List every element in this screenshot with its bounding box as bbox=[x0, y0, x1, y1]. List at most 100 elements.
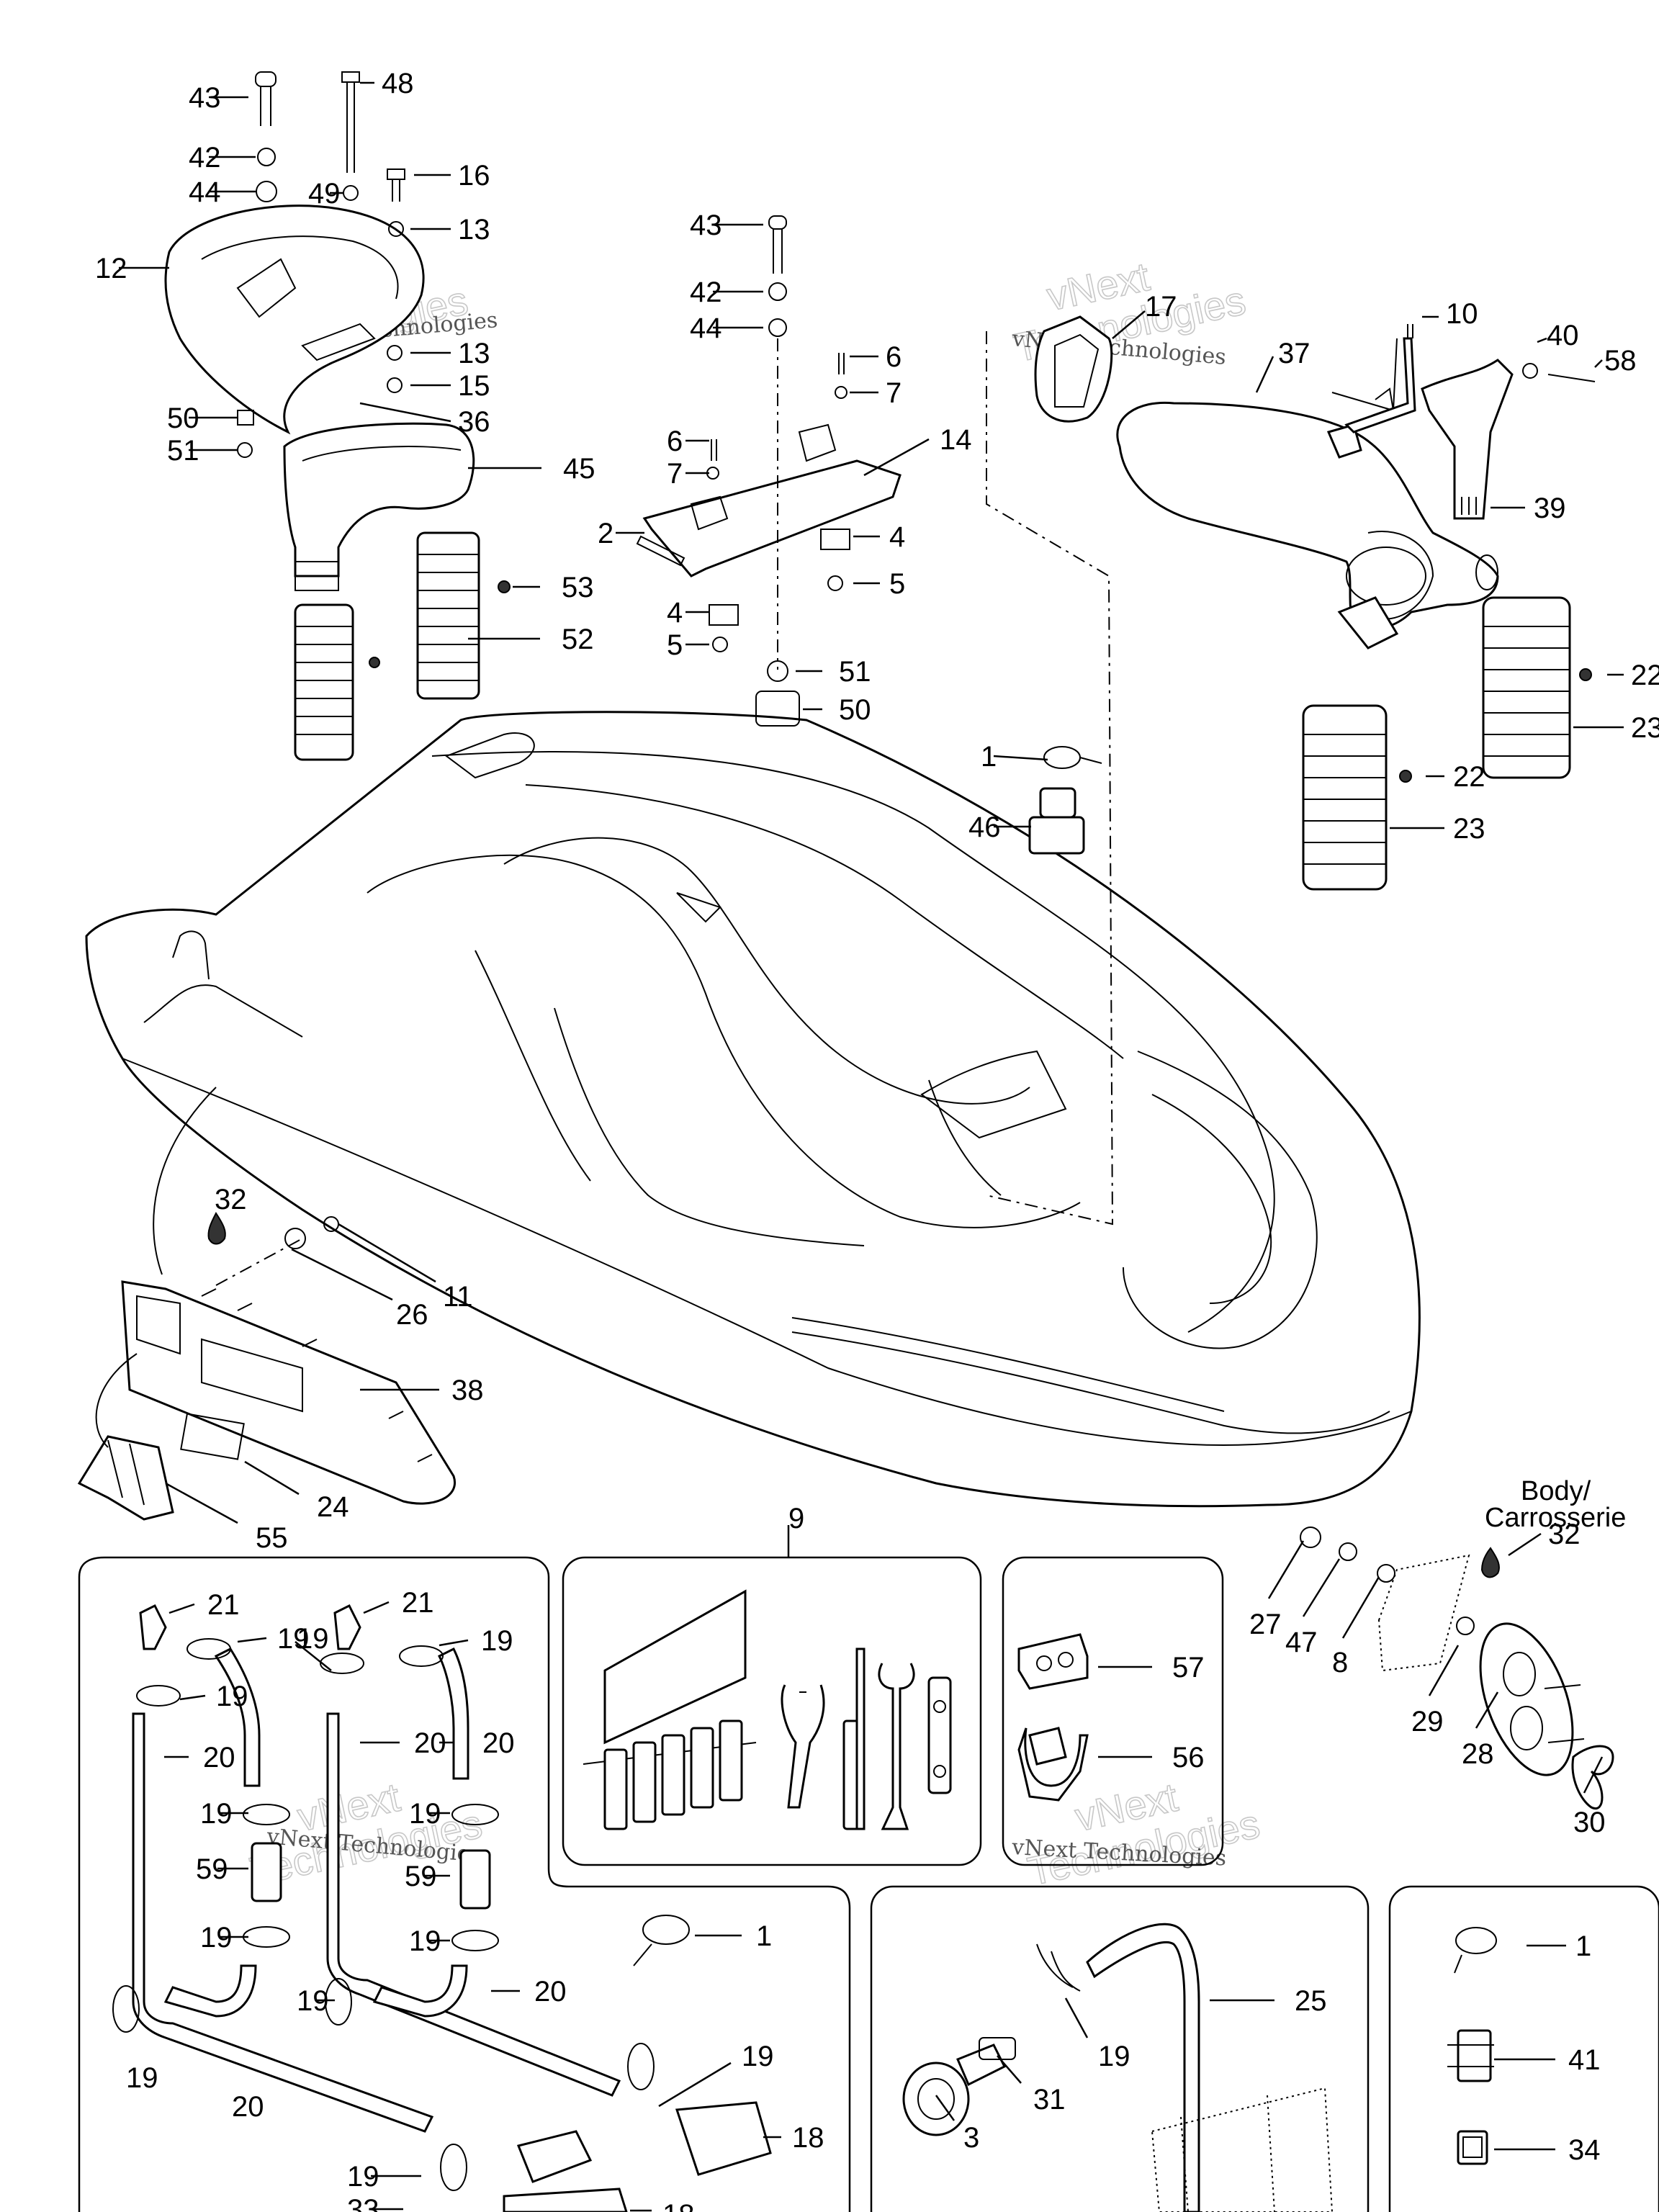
callout-label-48: 48 bbox=[382, 68, 414, 99]
callout-label-19: 19 bbox=[200, 1798, 233, 1830]
callout-label-45: 45 bbox=[563, 453, 595, 485]
callout-label-19: 19 bbox=[481, 1625, 513, 1657]
callout-label-19: 19 bbox=[409, 1925, 441, 1957]
callout-label-19: 19 bbox=[1098, 2041, 1130, 2072]
fastener-kit-box bbox=[1388, 1885, 1659, 2212]
callout-label-57: 57 bbox=[1172, 1652, 1205, 1683]
callout-label-33: 33 bbox=[347, 2194, 379, 2212]
callout-label-6: 6 bbox=[886, 341, 902, 373]
callout-label-34: 34 bbox=[1568, 2134, 1601, 2166]
storage-cover bbox=[164, 204, 425, 435]
callout-label-5: 5 bbox=[889, 568, 905, 600]
leader-line-11 bbox=[338, 1223, 436, 1283]
leader-lines bbox=[119, 81, 1624, 2212]
callout-label-19: 19 bbox=[297, 1623, 329, 1655]
callout-label-44: 44 bbox=[189, 176, 221, 208]
callout-label-23: 23 bbox=[1453, 813, 1485, 845]
tool-kit-box bbox=[562, 1556, 982, 1866]
callout-label-38: 38 bbox=[451, 1375, 484, 1406]
leader-line-37 bbox=[1255, 356, 1274, 393]
callout-label-32: 32 bbox=[1548, 1519, 1581, 1550]
arrow-curve bbox=[153, 1087, 217, 1275]
vent-kit-box bbox=[870, 1885, 1370, 2212]
callout-label-7: 7 bbox=[886, 377, 902, 409]
callout-label-19: 19 bbox=[200, 1922, 233, 1954]
leader-line-47 bbox=[1302, 1558, 1341, 1617]
callout-label-14: 14 bbox=[940, 424, 972, 456]
center-bracket bbox=[636, 215, 902, 727]
callout-label-19: 19 bbox=[742, 2041, 774, 2072]
body-label-line2: Carrosserie bbox=[1485, 1503, 1626, 1533]
callout-label-56: 56 bbox=[1172, 1742, 1205, 1773]
leader-line-24 bbox=[244, 1460, 300, 1496]
vent-55 bbox=[77, 1435, 174, 1521]
callout-label-17: 17 bbox=[1145, 291, 1177, 323]
leader-line-30 bbox=[1583, 1756, 1604, 1794]
callout-label-24: 24 bbox=[317, 1491, 349, 1523]
watermark-6: vNext Technologies bbox=[1023, 1773, 1264, 1894]
body-label-line1: Body/ bbox=[1521, 1476, 1591, 1506]
hoses bbox=[112, 1604, 772, 2212]
bracket-10 bbox=[1344, 324, 1416, 433]
leader-line-19 bbox=[295, 1641, 332, 1671]
bellows-23-left bbox=[1302, 704, 1412, 891]
leader-line-19 bbox=[179, 1694, 206, 1701]
callout-label-18: 18 bbox=[792, 2122, 824, 2154]
leader-line-32 bbox=[1508, 1532, 1542, 1557]
callout-label-50: 50 bbox=[167, 403, 199, 434]
callout-label-42: 42 bbox=[189, 142, 221, 174]
bolts-top-left bbox=[237, 71, 405, 458]
callout-label-2: 2 bbox=[598, 518, 613, 549]
storage-basket bbox=[283, 422, 475, 591]
clip-57 bbox=[1017, 1633, 1089, 1690]
callout-label-59: 59 bbox=[196, 1853, 228, 1885]
leader-line-1 bbox=[993, 755, 1048, 761]
leader-line-28 bbox=[1475, 1691, 1499, 1729]
screw-40-58 bbox=[1522, 363, 1596, 382]
leader-line-19 bbox=[237, 1637, 267, 1643]
callout-label-42: 42 bbox=[690, 276, 722, 308]
callout-label-13: 13 bbox=[458, 214, 490, 246]
callout-label-36: 36 bbox=[458, 406, 490, 438]
callout-label-25: 25 bbox=[1295, 1985, 1327, 2017]
callout-label-52: 52 bbox=[562, 624, 594, 655]
callout-label-6: 6 bbox=[667, 426, 683, 457]
callout-label-1: 1 bbox=[756, 1920, 772, 1952]
callout-label-26: 26 bbox=[396, 1299, 428, 1331]
clip-34 bbox=[1457, 2130, 1488, 2165]
callout-label-11: 11 bbox=[443, 1281, 473, 1313]
cap-1 bbox=[1043, 746, 1102, 769]
callout-label-55: 55 bbox=[256, 1522, 288, 1554]
callout-label-28: 28 bbox=[1462, 1738, 1494, 1770]
callout-label-20: 20 bbox=[414, 1727, 446, 1759]
hose-kit-box bbox=[78, 1556, 851, 2212]
callout-label-10: 10 bbox=[1446, 298, 1478, 330]
leader-line-14 bbox=[863, 438, 930, 477]
callout-label-44: 44 bbox=[690, 313, 722, 344]
arrow-curve-2 bbox=[95, 1353, 138, 1448]
callout-label-21: 21 bbox=[402, 1587, 434, 1619]
callout-label-1: 1 bbox=[981, 741, 997, 773]
callout-label-20: 20 bbox=[482, 1727, 515, 1759]
clip-56 bbox=[1017, 1727, 1089, 1802]
leader-line-40 bbox=[1537, 337, 1547, 343]
leader-line-58 bbox=[1594, 359, 1603, 368]
callout-label-19: 19 bbox=[409, 1798, 441, 1830]
leader-line-31 bbox=[997, 2055, 1022, 2084]
bellows-right bbox=[416, 531, 480, 700]
callout-label-31: 31 bbox=[1033, 2084, 1066, 2116]
sealant-32 bbox=[207, 1212, 226, 1245]
callout-label-37: 37 bbox=[1278, 338, 1310, 369]
callout-label-51: 51 bbox=[839, 656, 871, 688]
callout-label-4: 4 bbox=[667, 597, 683, 629]
callout-label-29: 29 bbox=[1411, 1706, 1444, 1737]
callout-label-46: 46 bbox=[968, 811, 1001, 843]
callout-label-4: 4 bbox=[889, 521, 905, 553]
callout-label-41: 41 bbox=[1568, 2044, 1601, 2076]
leader-line-17 bbox=[1112, 310, 1146, 339]
callout-label-50: 50 bbox=[839, 694, 871, 726]
bellows-23-right bbox=[1482, 596, 1592, 779]
leader-line-8 bbox=[1341, 1576, 1380, 1639]
